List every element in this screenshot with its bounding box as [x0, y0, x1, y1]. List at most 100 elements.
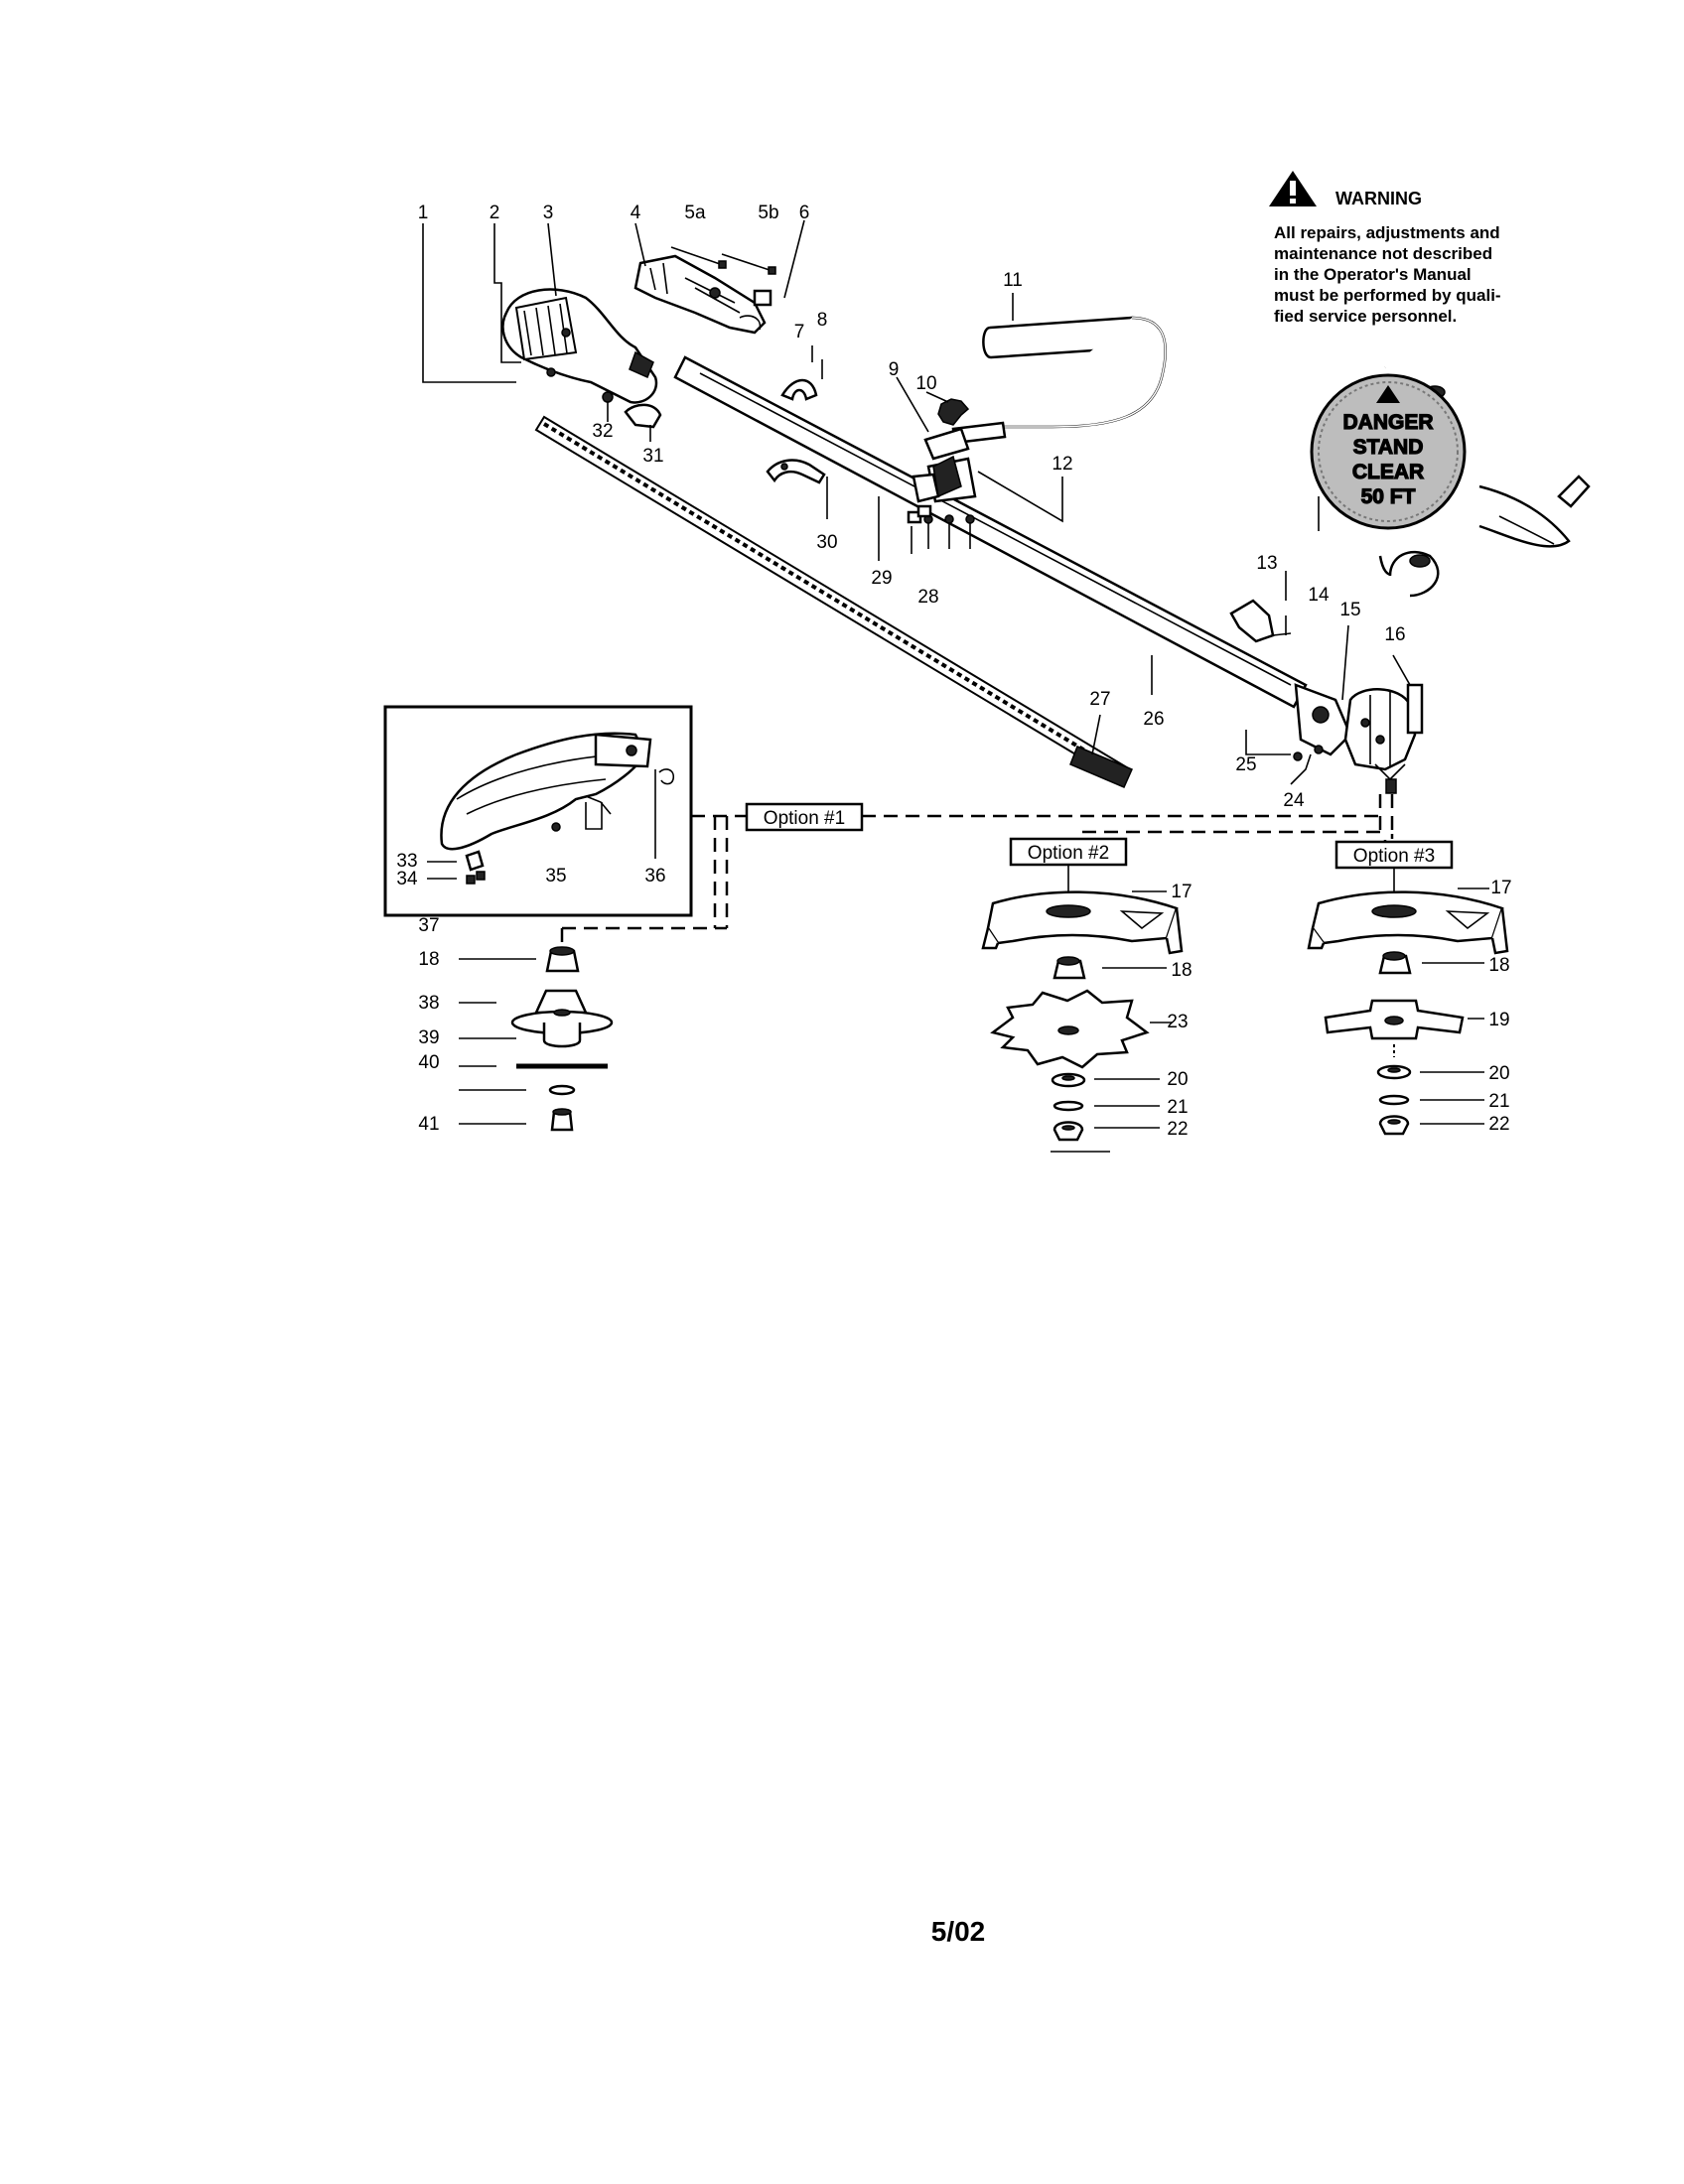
- part-6: [753, 289, 772, 307]
- part-number: 8: [817, 310, 828, 331]
- part-number: 30: [816, 532, 837, 553]
- part-7-clamp: [780, 378, 818, 401]
- engine-housing: [501, 288, 658, 404]
- part-number: 29: [871, 568, 892, 589]
- knob-10: [937, 398, 970, 426]
- footer-code: 5/02: [930, 1916, 986, 1947]
- part-number: 7: [794, 322, 805, 342]
- part-number: 18: [1171, 960, 1192, 981]
- part-number: 17: [1171, 882, 1192, 902]
- part-35: [551, 822, 561, 832]
- part-25-screw: [1293, 751, 1303, 761]
- warning-heading: WARNING: [1335, 189, 1422, 208]
- part-36: [658, 768, 675, 785]
- part-13-clip: [1229, 599, 1292, 643]
- part-32-screw: [602, 391, 614, 415]
- svg-text:Option #1: Option #1: [764, 808, 845, 829]
- part-number: 14: [1308, 585, 1330, 606]
- warning-block: WARNING All repairs, adjustments and mai…: [1269, 171, 1501, 326]
- part-number: 2: [490, 203, 500, 223]
- part-34: [466, 871, 486, 885]
- part-number: 35: [545, 866, 566, 887]
- option-1-label: Option #1: [745, 802, 864, 832]
- recoil-cover: [633, 254, 767, 335]
- part-number: 5a: [684, 203, 706, 223]
- part-number: 1: [418, 203, 429, 223]
- danger-line-3: CLEAR: [1352, 461, 1424, 483]
- part-number: 19: [1488, 1010, 1509, 1030]
- screw-5b: [721, 253, 776, 275]
- warning-triangle-icon: [1269, 171, 1317, 206]
- part-number: 6: [799, 203, 810, 223]
- part-24-screw: [1314, 745, 1324, 754]
- part-number: 11: [1003, 270, 1023, 291]
- part-number: 37: [418, 915, 439, 936]
- part-number: 38: [418, 993, 439, 1014]
- part-number: 22: [1167, 1119, 1188, 1140]
- handle-grip: [951, 316, 1167, 445]
- danger-label: DANGER STAND CLEAR 50 FT: [1310, 373, 1467, 530]
- handle-clamp: [912, 427, 977, 503]
- part-number: 32: [592, 421, 613, 442]
- part-number: 12: [1052, 454, 1072, 475]
- part-number: 25: [1235, 754, 1256, 775]
- part-number: 26: [1143, 709, 1164, 730]
- part-31: [624, 403, 662, 429]
- part-number: 20: [1488, 1063, 1509, 1084]
- part-number: 18: [418, 949, 439, 970]
- option-3-stack: [1307, 890, 1509, 1136]
- warning-line-4: must be performed by quali-: [1274, 286, 1501, 305]
- part-number: 28: [917, 587, 938, 608]
- part-number: 24: [1283, 790, 1305, 811]
- warning-line-3: in the Operator's Manual: [1274, 265, 1472, 284]
- warning-line-2: maintenance not described: [1274, 244, 1492, 263]
- part-number: 13: [1256, 553, 1277, 574]
- part-number: 23: [1167, 1012, 1188, 1032]
- option-1-stack: [510, 946, 614, 1132]
- option-1-frame: [383, 705, 693, 917]
- part-number: 41: [418, 1114, 439, 1135]
- part-number: 10: [915, 373, 936, 394]
- danger-line-4: 50 FT: [1361, 485, 1416, 508]
- flex-drive-shaft: [534, 415, 1133, 788]
- gearbox: [1294, 683, 1424, 794]
- option-3-label: Option #3: [1334, 840, 1454, 870]
- screw-5a: [670, 246, 727, 269]
- part-number: 39: [418, 1027, 439, 1048]
- part-number: 3: [543, 203, 554, 223]
- danger-line-1: DANGER: [1342, 411, 1433, 434]
- svg-text:Option #2: Option #2: [1028, 843, 1109, 864]
- warning-line-1: All repairs, adjustments and: [1274, 223, 1500, 242]
- part-number: 31: [642, 446, 663, 467]
- part-number: 22: [1488, 1114, 1509, 1135]
- option-2-stack: [981, 890, 1184, 1153]
- option-connectors: [560, 794, 1394, 943]
- guard-option-1: [440, 732, 652, 851]
- svg-text:Option #3: Option #3: [1353, 846, 1435, 867]
- part-number: 36: [644, 866, 665, 887]
- leader-lines: [422, 219, 1489, 1129]
- part-number: 21: [1167, 1097, 1188, 1118]
- part-number: 15: [1339, 600, 1360, 620]
- part-number: 20: [1167, 1069, 1188, 1090]
- part-number-labels: 1 2 3 4 5a 5b 6 7 8 9 10 11 12 13 14 15 …: [396, 203, 1511, 1140]
- part-number: 5b: [758, 203, 778, 223]
- part-number: 21: [1488, 1091, 1509, 1112]
- drive-shaft-tube: [673, 355, 1308, 709]
- nuts-29: [907, 504, 932, 524]
- part-33: [465, 850, 485, 872]
- part-number: 9: [889, 359, 900, 380]
- part-number: 34: [396, 869, 418, 889]
- part-number: 40: [418, 1052, 439, 1073]
- part-number: 33: [396, 851, 417, 872]
- warning-line-5: fied service personnel.: [1274, 307, 1457, 326]
- danger-line-2: STAND: [1353, 436, 1424, 459]
- option-2-label: Option #2: [1009, 837, 1128, 867]
- part-30-clamp: [766, 459, 826, 484]
- part-number: 18: [1488, 955, 1509, 976]
- part-number: 27: [1089, 689, 1110, 710]
- part-number: 4: [631, 203, 641, 223]
- part-number: 17: [1490, 878, 1511, 898]
- part-number: 16: [1384, 624, 1405, 645]
